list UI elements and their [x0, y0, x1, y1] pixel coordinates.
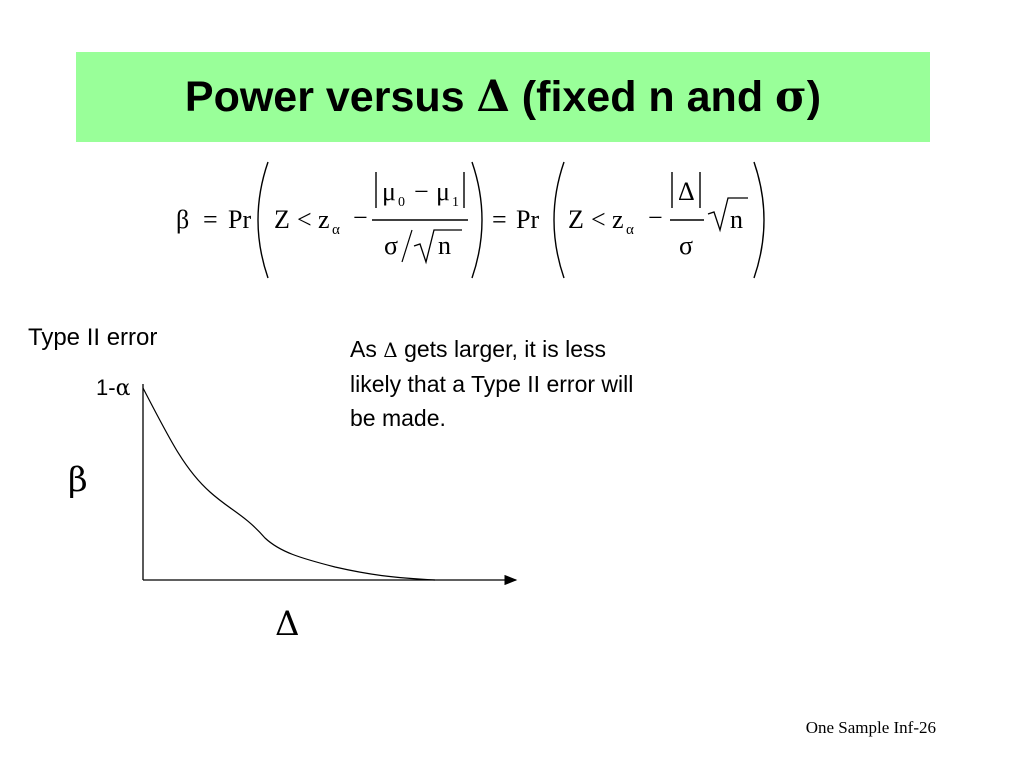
title-text-mid: (fixed n and	[509, 73, 776, 121]
formula-pr-2: Pr	[516, 205, 539, 234]
formula-right-paren-2	[753, 161, 765, 279]
formula-equals-1: =	[203, 205, 218, 234]
title-text-prefix: Power versus	[184, 73, 477, 121]
formula-mu1: μ	[436, 177, 450, 206]
formula-right-paren-1	[471, 161, 483, 279]
slide-title: Power versus Δ (fixed n and σ)	[185, 72, 821, 122]
formula-z-2: Z	[568, 205, 584, 234]
formula-sqrt-2	[707, 197, 748, 233]
y-axis-tick-one-minus-alpha: 1-α	[96, 375, 130, 401]
beta-curve	[142, 387, 436, 581]
formula-minus-1: −	[353, 203, 368, 232]
note-suffix: gets larger, it is less likely that a Ty…	[350, 336, 634, 431]
y-tick-prefix: 1-	[96, 375, 116, 400]
formula-sub0: 0	[398, 195, 405, 210]
formula-minus-2: −	[648, 203, 663, 232]
formula-zsmall-1: z	[318, 205, 330, 234]
beta-formula: β = Pr Z < z α − μ 0 − μ 1 σ n = Pr Z < …	[176, 161, 765, 279]
formula-n-2: n	[730, 205, 743, 234]
power-curve-plot	[142, 384, 518, 586]
formula-sqrt-1	[413, 229, 462, 265]
formula-lt-1: <	[297, 205, 312, 234]
title-banner: Power versus Δ (fixed n and σ)	[76, 52, 930, 142]
y-axis-label: Type II error	[28, 324, 158, 351]
x-axis-delta-symbol: Δ	[275, 604, 300, 644]
formula-lt-2: <	[591, 205, 606, 234]
formula-delta: Δ	[678, 177, 695, 206]
formula-mu0: μ	[382, 177, 396, 206]
slide-footer: One Sample Inf-26	[805, 718, 936, 737]
formula-sigma-1: σ	[384, 231, 398, 260]
title-sigma-symbol: σ	[775, 72, 807, 122]
formula-sigma-2: σ	[679, 231, 693, 260]
formula-equals-2: =	[492, 205, 507, 234]
formula-pr-1: Pr	[228, 205, 251, 234]
note-prefix: As	[350, 336, 384, 362]
formula-left-paren-2	[553, 161, 565, 279]
formula-zsmall-2: z	[612, 205, 624, 234]
title-text-suffix: )	[806, 73, 822, 121]
formula-minus-inner: −	[414, 177, 429, 206]
formula-n-1: n	[438, 231, 451, 260]
formula-left-paren-1	[257, 161, 269, 279]
y-axis-beta-symbol: β	[68, 460, 88, 500]
explanation-note: As Δ gets larger, it is less likely that…	[350, 332, 640, 435]
formula-alpha-sub-1: α	[332, 222, 340, 238]
formula-beta: β	[176, 205, 189, 234]
title-delta-symbol: Δ	[476, 72, 510, 122]
note-delta-symbol: Δ	[383, 338, 398, 362]
formula-sub1: 1	[452, 195, 459, 210]
formula-alpha-sub-2: α	[626, 222, 634, 238]
formula-z-1: Z	[274, 205, 290, 234]
formula-slash	[401, 229, 413, 263]
y-tick-alpha: α	[115, 376, 131, 401]
